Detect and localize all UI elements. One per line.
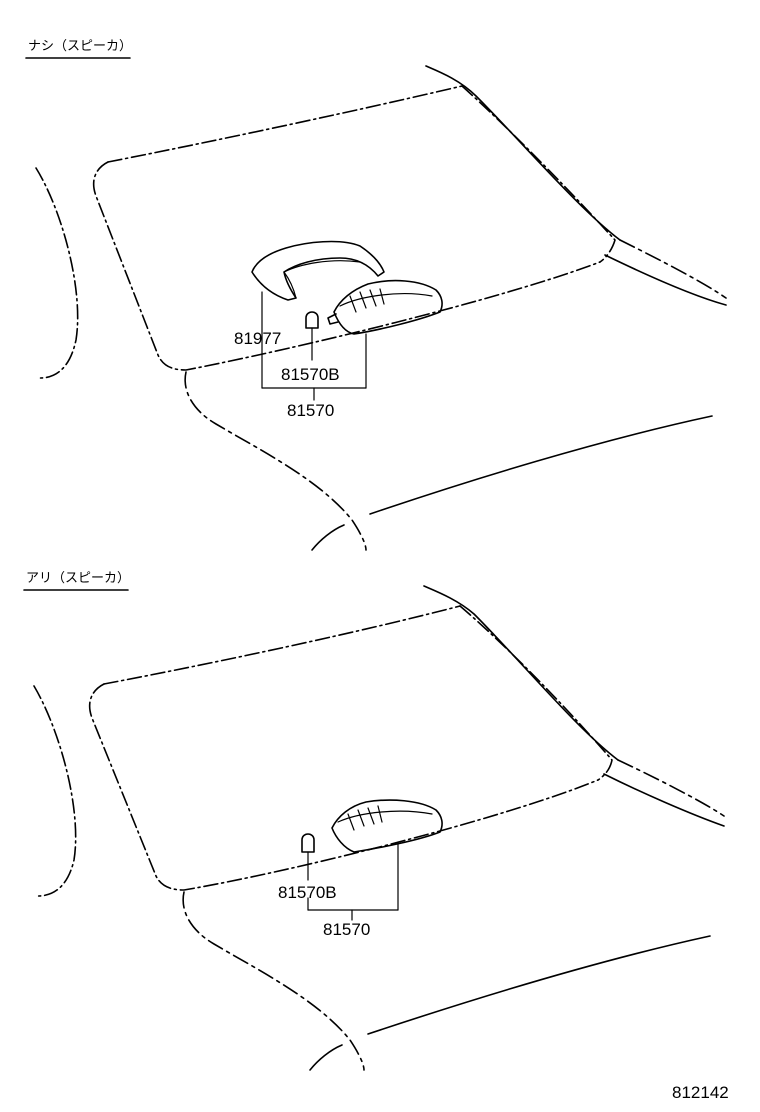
left-pillar-outline-2	[33, 685, 77, 897]
section-with-speaker: アリ（スピーカ） 81	[23, 571, 725, 1071]
rear-shelf-outline	[92, 161, 601, 371]
part-label-bulb: 81570B	[281, 365, 340, 384]
trunk-line-lower	[604, 254, 727, 306]
seat-back-outline	[184, 371, 367, 551]
section-2-title: アリ（スピーカ）	[26, 571, 130, 586]
bulb-2	[301, 833, 315, 853]
rear-window-top-2	[103, 605, 461, 685]
part-label-lamp-2: 81570	[323, 920, 370, 939]
seat-top-line	[369, 415, 713, 515]
seat-back-outline-2	[182, 891, 365, 1071]
seat-edge-2	[309, 1044, 343, 1071]
rear-shelf-outline-2	[88, 683, 599, 891]
roof-edge-2	[423, 585, 619, 761]
rear-window-top	[107, 85, 463, 163]
section-1-title: ナシ（スピーカ）	[28, 39, 132, 54]
trunk-line-upper	[619, 239, 727, 299]
left-pillar-outline	[35, 167, 79, 379]
bulb	[305, 311, 319, 329]
seat-edge	[311, 524, 345, 551]
leader-lines-section-2	[307, 841, 399, 921]
high-mount-stop-lamp-2	[331, 799, 443, 853]
roof-edge	[425, 65, 621, 241]
part-label-cover: 81977	[234, 329, 281, 348]
trunk-line-lower-2	[603, 773, 725, 827]
figure-code: 812142	[672, 1083, 729, 1102]
rear-window-side	[461, 85, 616, 263]
section-without-speaker: ナシ（スピーカ）	[25, 39, 727, 551]
stop-lamp-cover	[251, 240, 385, 301]
trunk-line-upper-2	[617, 759, 725, 817]
high-mount-stop-lamp	[327, 279, 443, 335]
rear-window-side-2	[459, 605, 613, 781]
part-label-bulb-2: 81570B	[278, 883, 337, 902]
part-label-lamp: 81570	[287, 401, 334, 420]
leader-lines-section-1	[261, 291, 367, 401]
seat-top-line-2	[367, 935, 711, 1035]
